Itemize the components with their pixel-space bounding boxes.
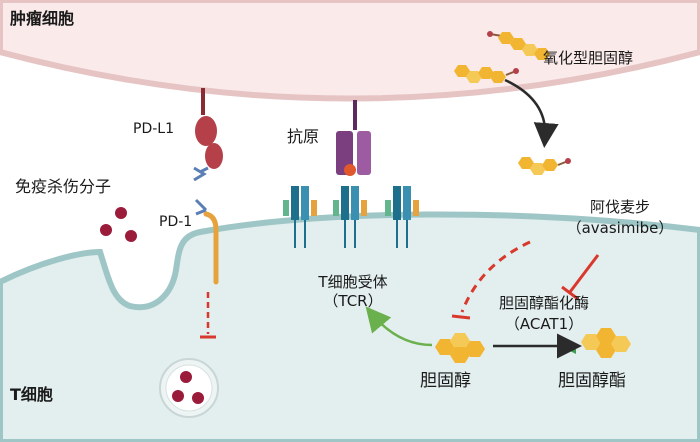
tumor-cell-membrane (0, 0, 700, 102)
t-cell-label: T细胞 (10, 385, 53, 404)
pd1-inhibition-icon (200, 292, 216, 339)
avasimibe-inhibition-line (568, 254, 600, 293)
oxysterol-label: 氧化型胆固醇 (543, 49, 634, 67)
avasimibe-label-line1: 阿伐麦步 (589, 198, 650, 216)
cholesteryl-ester-label: 胆固醇酯 (558, 371, 626, 391)
avasimibe-label-line2: （avasimibe） (566, 219, 674, 237)
pd1-icon (194, 198, 219, 285)
antigen-label: 抗原 (287, 127, 320, 146)
avasimibe-label: 阿伐麦步 （avasimibe） (560, 200, 680, 236)
oxysterol-entry-arrow (504, 78, 559, 148)
vesicle-icon (159, 358, 219, 418)
antigen-icon (336, 100, 371, 176)
killer-molecules-label: 免疫杀伤分子 (15, 177, 112, 196)
pd1-label: PD-1 (159, 214, 193, 230)
acat1-label-line2: （ACAT1） (504, 315, 584, 333)
tcr-receptors-icon (283, 186, 419, 248)
acat1-label-line1: 胆固醇酯化酶 (498, 294, 589, 312)
tcr-label-line1: T细胞受体 (318, 273, 388, 291)
cholesterol-label: 胆固醇 (420, 371, 471, 391)
cholesterol-tcr-arrow (365, 306, 433, 347)
oxysterol-inhibition-arrow (460, 240, 531, 313)
cholesterol-molecule-icon (435, 333, 485, 363)
acat1-label: 胆固醇酯化酶 （ACAT1） (474, 296, 614, 332)
tcr-label-line2: （TCR） (323, 292, 383, 310)
tumor-cell-label: 肿瘤细胞 (10, 9, 75, 28)
oxysterol-molecule-icon (454, 31, 571, 175)
pdl1-icon (193, 88, 223, 182)
cholesteryl-ester-molecule-icon (568, 328, 631, 358)
tcr-label: T细胞受体 （TCR） (298, 275, 408, 309)
killer-molecules-icon (100, 207, 137, 242)
pdl1-label: PD-L1 (133, 121, 174, 137)
